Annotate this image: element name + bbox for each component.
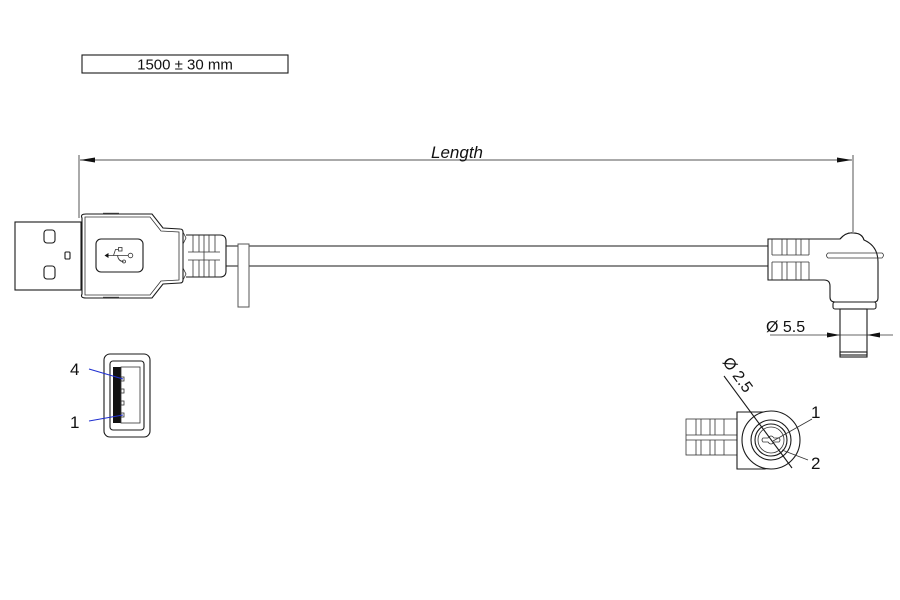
dc-end-barrel-outer (750, 419, 792, 461)
dc-pin-1-leader (772, 418, 813, 442)
usb-trident-icon (104, 247, 134, 264)
usb-grip-texture-bottom (102, 296, 120, 299)
dc-end-sleeve (757, 426, 785, 454)
usb-end-tongue (113, 367, 121, 423)
dc-plug (767, 232, 884, 358)
spec-box-frame (81, 54, 289, 74)
cable-tie-front (237, 243, 250, 308)
usb-shell-dimple (64, 251, 71, 260)
inner-diameter-leader (723, 375, 793, 469)
outer-diameter-arrow-right (867, 332, 880, 338)
dc-plug-top-nub (839, 232, 865, 241)
usb-strain-relief (186, 234, 227, 278)
length-arrow-left (80, 157, 95, 163)
dc-plug-grip-line (826, 252, 884, 259)
dc-plug-collar (832, 301, 877, 310)
usb-end-view: 4 1 (70, 353, 151, 438)
dc-plug-strain-ribs (771, 239, 810, 280)
pin-1-leader (88, 414, 124, 422)
dc-pin-label-1: 1 (811, 403, 820, 422)
dc-end-center-pin (761, 435, 781, 445)
dc-end-barrel-inner (754, 423, 788, 457)
length-arrow-right (837, 157, 852, 163)
usb-overmold-body (80, 213, 184, 299)
length-label: Length (431, 143, 483, 162)
dc-pin-label-2: 2 (811, 454, 820, 473)
usb-overmold-inner-edge (84, 216, 180, 296)
usb-strain-relief-notch (182, 231, 187, 281)
inner-diameter-label: Ø 2.5 (719, 354, 756, 396)
usb-end-pins (120, 376, 125, 418)
dc-plug-barrel (839, 308, 868, 356)
usb-shell-hole-top (43, 229, 56, 244)
spec-box-text: 1500 ± 30 mm (137, 57, 233, 74)
outer-diameter-dimension: Ø 5.5 (766, 319, 893, 338)
usb-pin-label-4: 4 (70, 360, 79, 379)
dc-end-strain-relief (685, 418, 738, 456)
length-dimension: Length (78, 143, 854, 232)
usb-metal-shell (14, 221, 82, 291)
usb-end-cavity (120, 366, 141, 424)
dc-plug-tip (839, 351, 868, 358)
dc-plug-body (767, 232, 879, 303)
usb-end-shell (109, 360, 145, 431)
usb-a-plug (14, 212, 250, 308)
usb-strain-relief-ribs (188, 235, 220, 277)
pin-4-leader (88, 368, 124, 380)
dc-pin-2-leader (781, 449, 809, 461)
cable (226, 243, 768, 308)
usb-pin-label-1: 1 (70, 413, 79, 432)
usb-logo-plate (95, 238, 144, 273)
outer-diameter-arrow-left (827, 332, 840, 338)
outer-diameter-label: Ø 5.5 (766, 319, 805, 336)
usb-grip-texture-top (102, 212, 120, 215)
usb-shell-hole-bottom (43, 265, 56, 280)
usb-end-outer (103, 353, 151, 438)
spec-box: 1500 ± 30 mm (81, 54, 289, 74)
dc-end-view: Ø 2.5 1 2 (685, 354, 820, 473)
